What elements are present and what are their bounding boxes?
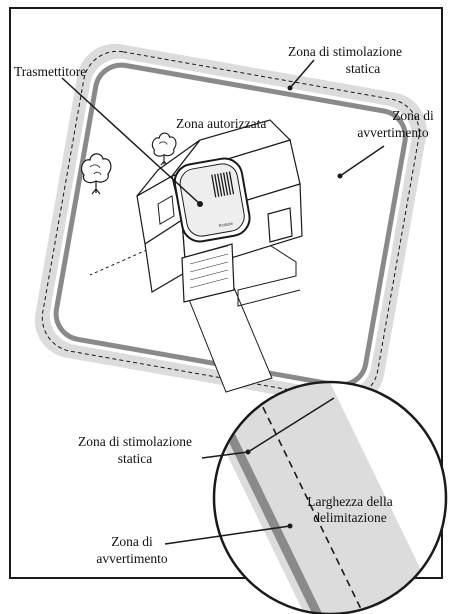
side-path [237, 243, 301, 307]
label-static-zone-line2: statica [346, 61, 380, 76]
label-warning-zone-line2: avvertimento [357, 125, 428, 140]
label-warning-zone-line1: Zona di [392, 108, 434, 123]
zoom-static-pointer [201, 451, 249, 459]
svg-text:PetSafe: PetSafe [218, 221, 234, 229]
label-zoom-warning-line1: Zona di [111, 534, 153, 549]
label-boundary-width-line1: Larghezza della [307, 494, 393, 509]
transmitter-icon: PetSafe [173, 157, 251, 243]
label-authorized-zone: Zona autorizzata [176, 116, 266, 131]
warning-zone-pointer [339, 145, 385, 177]
tree-icon [80, 153, 112, 195]
zoom-circle-border [212, 380, 448, 614]
zoom-warning-pointer [164, 525, 291, 545]
label-zoom-static-line2: statica [118, 451, 152, 466]
zoom-static-pointer-2 [247, 397, 335, 453]
boundary-wire [53, 62, 408, 388]
label-zoom-warning-line2: avvertimento [96, 551, 167, 566]
label-static-zone-line1: Zona di stimolazione [288, 44, 402, 59]
label-transmitter: Trasmettitore [14, 64, 86, 79]
transmitter-pointer-dot [197, 201, 203, 207]
transmitter-pointer [61, 77, 201, 205]
static-zone-pointer [289, 59, 315, 89]
label-boundary-width-line2: delimitazione [313, 510, 386, 525]
boundary-dashed-line [41, 50, 420, 400]
label-zoom-static-line1: Zona di stimolazione [78, 434, 192, 449]
